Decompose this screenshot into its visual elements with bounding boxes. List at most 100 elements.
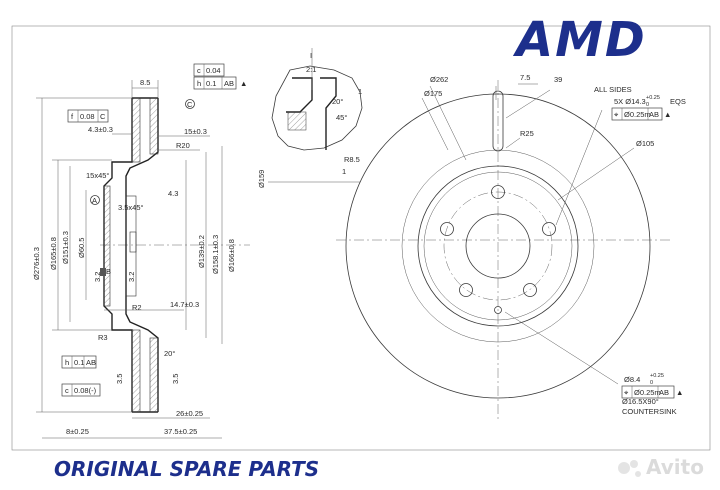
center-bore	[465, 213, 531, 279]
dim-4-3: 4.3±0.3	[88, 125, 113, 134]
watermark-dot-1	[630, 460, 638, 468]
dim-37-5: 37.5±0.25	[164, 427, 197, 436]
datum-a-label: A	[92, 196, 97, 205]
front-leaders	[421, 83, 635, 385]
dim-r20: R20	[176, 141, 190, 150]
detail-hatch	[287, 111, 307, 131]
banner: ORIGINAL SPARE PARTS	[54, 457, 319, 481]
fcf-3-symbol: f	[71, 112, 74, 121]
datum-a-circle	[90, 195, 100, 205]
front-5x-d14-3: 5X Ø14.3	[614, 97, 646, 106]
front-d175: Ø175	[424, 89, 442, 98]
vertical-dim-lines	[36, 97, 223, 413]
banner-text: ORIGINAL SPARE PARTS	[54, 457, 319, 481]
ring-section-bottom-outer	[149, 337, 159, 413]
fcf-5-value: 0.08(-)	[74, 386, 97, 395]
front-7-5: 7.5	[520, 73, 530, 82]
bolt-hole-5	[440, 222, 454, 236]
watermark-text: Avito	[646, 455, 704, 479]
front-eqs: EQS	[670, 97, 686, 106]
dim-20deg: 20°	[164, 349, 175, 358]
dim-8-5: 8.5	[140, 78, 150, 87]
front-r25: R25	[520, 129, 534, 138]
front-d262: Ø262	[430, 75, 448, 84]
dim-r2: R2	[132, 303, 142, 312]
avito-watermark: Avito	[618, 455, 704, 479]
fcf-5-symbol: c	[65, 386, 69, 395]
front-fcf-2-datum: AB	[659, 388, 669, 397]
bolt-holes	[440, 185, 556, 297]
front-fcf-1: ⌖ Ø0.25m AB ▲	[611, 107, 671, 121]
fcf-2-datum: AB	[224, 79, 234, 88]
fcf-5: c 0.08(-)	[61, 383, 101, 397]
fcf-4-symbol: h	[65, 358, 69, 367]
detail-angle-45: 45°	[336, 113, 347, 122]
dim-d166: Ø166±0.8	[227, 239, 236, 272]
fcf-1-value: 0.04	[206, 66, 221, 75]
disc-outer	[345, 93, 651, 399]
fcf-3-datum: C	[100, 112, 106, 121]
watermark-dot-3	[635, 471, 641, 477]
front-fcf-2-value: Ø0.25m	[634, 388, 661, 397]
watermark-dot-2	[618, 462, 630, 474]
hat-section	[103, 185, 111, 307]
front-fcf-1-symbol: ⌖	[614, 110, 619, 119]
detail-view: I 2:1 20° 45° R8.5 Ø159 1 1	[257, 48, 363, 188]
detail-outline	[271, 65, 363, 151]
dim-r3: R3	[98, 333, 108, 342]
dim-d158-1: Ø158.1±0.3	[211, 235, 220, 274]
front-fcf-2-arrow: ▲	[676, 388, 683, 397]
fcf-1: c 0.04	[193, 63, 225, 77]
fcf-2-value: 0.1	[206, 79, 216, 88]
front-all-sides: ALL SIDES	[594, 85, 632, 94]
bottom-dim-lines	[42, 309, 222, 439]
detail-r8-5: R8.5	[344, 155, 360, 164]
pilot-bore	[129, 231, 137, 253]
datum-b-marker	[100, 268, 106, 276]
front-d105: Ø105	[636, 139, 654, 148]
dim-d165: Ø165±0.8	[49, 237, 58, 270]
front-39: 39	[554, 75, 562, 84]
dim-4-3b: 4.3	[168, 189, 178, 198]
hat-outer	[417, 165, 579, 327]
dim-3-2a: 3.2	[93, 272, 102, 282]
front-d8-4: Ø8.4	[624, 375, 640, 384]
side-section-view: c 0.04 h 0.1 AB ▲ f 0.08 C h 0.1 AB	[32, 63, 250, 439]
front-countersink: COUNTERSINK	[622, 407, 677, 416]
dim-d60-5: Ø60.5	[77, 238, 86, 258]
dim-3-5b: 3.5	[171, 374, 180, 384]
front-fcf-1-arrow: ▲	[664, 110, 671, 119]
front-tol-lo-1: 0	[646, 102, 649, 108]
front-tol-lo-2: 0	[650, 380, 653, 386]
dim-d139: Ø139±0.2	[197, 235, 206, 268]
fcf-4-value: 0.1	[74, 358, 84, 367]
fcf-4-datum: AB	[86, 358, 96, 367]
bolt-pcd	[443, 191, 553, 301]
detail-dim-1a: 1	[342, 167, 346, 176]
fcf-3-value: 0.08	[80, 112, 95, 121]
dim-15x45: 15x45°	[86, 171, 109, 180]
detail-d159: Ø159	[257, 170, 266, 188]
detail-scale: 2:1	[306, 65, 316, 74]
front-tol-up-1: +0.25	[646, 95, 660, 101]
bolt-hole-2	[542, 222, 556, 236]
detail-dim-1b: 1	[358, 87, 362, 96]
front-fcf-2: ⌖ Ø0.25m AB ▲	[621, 385, 683, 399]
ring-section-top-inner	[131, 97, 141, 163]
bolt-hole-4	[459, 283, 473, 297]
dim-14-7: 14.7±0.3	[170, 300, 199, 309]
dim-26: 26±0.25	[176, 409, 203, 418]
fcf-4: h 0.1 AB	[61, 355, 97, 369]
fcf-2-symbol: h	[197, 79, 201, 88]
disc-friction-inner	[401, 149, 595, 343]
dim-d151: Ø151±0.3	[61, 231, 70, 264]
datum-b-label: B	[106, 267, 111, 276]
front-d16-5x90: Ø16.5X90°	[622, 397, 659, 406]
top-dim-lines	[112, 80, 210, 151]
fcf-1-symbol: c	[197, 66, 201, 75]
locating-hole	[494, 306, 502, 314]
dim-3-5a: 3.5	[115, 374, 124, 384]
ring-section-top-outer	[149, 97, 159, 155]
